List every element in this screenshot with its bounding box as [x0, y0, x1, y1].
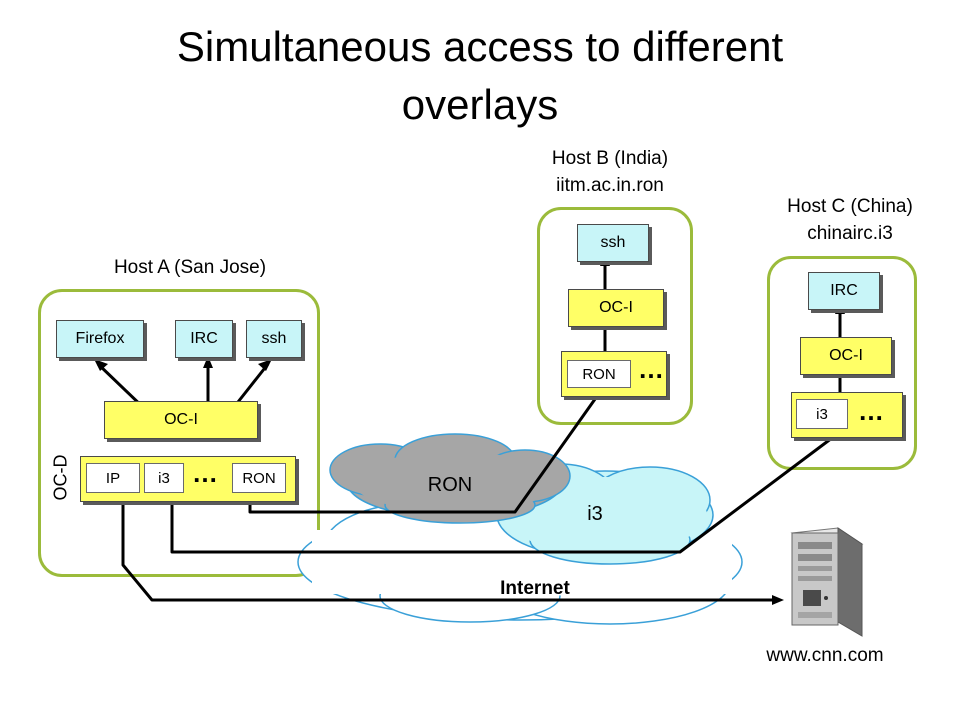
host-a-i3-cell: i3 [144, 463, 184, 493]
internet-label: Internet [500, 578, 570, 599]
host-b-more-overlays: … [638, 354, 665, 384]
host-c-label-line2: chinairc.i3 [807, 223, 893, 244]
host-b-oc-i-box[interactable]: OC-I [568, 289, 664, 327]
firefox-app-box[interactable]: Firefox [56, 320, 144, 358]
line-i3-to-host-c [170, 430, 841, 554]
server-label: www.cnn.com [766, 645, 884, 666]
host-a-ip-cell: IP [86, 463, 140, 493]
arrowhead-irc [203, 356, 213, 368]
host-a-oc-i-box[interactable]: OC-I [104, 401, 258, 439]
slide-title-line2: overlays [401, 81, 559, 128]
host-a-label: Host A (San Jose) [113, 257, 267, 278]
host-c-oc-i-box[interactable]: OC-I [800, 337, 892, 375]
line-ip-to-server [121, 475, 775, 602]
host-b-label-line1: Host B (India) [551, 148, 669, 169]
arrowhead-firefox [94, 359, 108, 371]
host-b-label-line2: iitm.ac.in.ron [556, 175, 664, 196]
arrowhead-server [772, 595, 784, 605]
host-a-ron-cell: RON [232, 463, 286, 493]
irc-app-box[interactable]: IRC [175, 320, 233, 358]
host-a-container [38, 289, 320, 577]
server-icon [790, 527, 864, 637]
host-b-ron-cell: RON [567, 360, 631, 388]
host-c-i3-cell: i3 [796, 399, 848, 429]
host-c-label-line1: Host C (China) [787, 196, 913, 217]
slide-title-line1: Simultaneous access to different [176, 23, 784, 70]
ssh-app-box[interactable]: ssh [246, 320, 302, 358]
ron-cloud-label: RON [427, 474, 473, 496]
host-c-irc-app-box[interactable]: IRC [808, 272, 880, 310]
arrowhead-ssh [258, 359, 272, 371]
i3-cloud-label: i3 [587, 503, 603, 525]
host-b-ssh-app-box[interactable]: ssh [577, 224, 649, 262]
host-c-more-overlays: … [858, 396, 885, 426]
host-a-more-overlays: … [192, 458, 219, 488]
oc-d-label: OC-D [50, 454, 71, 501]
host-c-container [767, 256, 917, 470]
host-b-container [537, 207, 693, 425]
